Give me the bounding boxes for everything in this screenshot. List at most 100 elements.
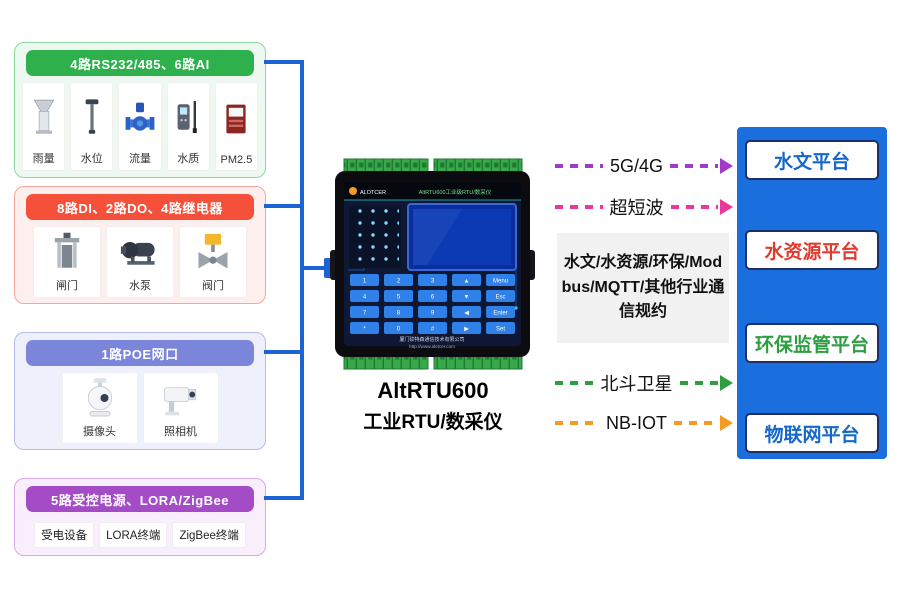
platform-label: 环保监管平台 (754, 334, 869, 356)
dashed-line (555, 164, 603, 168)
device-brand: ALOTCER (360, 190, 386, 196)
svg-text:8: 8 (397, 311, 401, 317)
connector-device (300, 266, 334, 270)
platform-hydrology: 水文平台 (745, 140, 879, 180)
device-item-pump: 水泵 (106, 226, 174, 298)
platform-label: 水资源平台 (764, 241, 860, 263)
water-level-icon (76, 83, 108, 150)
item-label: 摄像头 (83, 426, 116, 438)
item-label: 照相机 (164, 426, 197, 438)
panel-header-label: 1路POE网口 (101, 346, 179, 362)
ptz-camera-icon (82, 373, 118, 423)
device-company: 厦门砹特森通信技术有限公司 (399, 336, 464, 343)
svg-text:6: 6 (431, 295, 435, 301)
item-label: 水泵 (129, 280, 151, 292)
panel-header-power: 5路受控电源、LORA/ZigBee (26, 486, 254, 512)
panel-poe: 1路POE网口 摄像头 照相机 (14, 332, 266, 450)
svg-text:Enter: Enter (493, 311, 507, 317)
svg-text:7: 7 (363, 311, 367, 317)
svg-text:#: # (431, 327, 435, 333)
item-label: 闸门 (56, 280, 78, 292)
item-label: 水质 (177, 153, 200, 165)
panel-header-di-do: 8路DI、2路DO、4路继电器 (26, 194, 254, 220)
connector-panel3 (264, 350, 304, 354)
platform-label: 物联网平台 (764, 424, 860, 446)
platform-panel: 水文平台 水资源平台 环保监管平台 物联网平台 (737, 127, 887, 459)
connector-panel1 (264, 60, 304, 64)
svg-text:0: 0 (397, 327, 401, 333)
bullet-camera-icon (162, 373, 200, 423)
item-label: 流量 (129, 153, 151, 165)
svg-text:2: 2 (397, 279, 401, 285)
water-pump-icon (119, 227, 161, 277)
dashed-line (670, 205, 718, 209)
svg-text:▶: ▶ (464, 327, 469, 333)
panel-items: 闸门 水泵 阀门 (15, 220, 265, 306)
dashed-line (674, 421, 718, 425)
arrow-right-icon (720, 199, 733, 215)
device-website: http://www.alotcer.com (409, 344, 455, 349)
dashed-line (679, 381, 718, 385)
item-label: 水位 (80, 153, 103, 165)
uplink-label: 5G/4G (609, 155, 664, 176)
svg-text:1: 1 (363, 279, 367, 285)
dashed-line (555, 205, 603, 209)
svg-text:9: 9 (431, 311, 435, 317)
water-quality-icon (172, 83, 204, 150)
uplink-5g-4g: 5G/4G (555, 152, 733, 180)
panel-di-do-relay: 8路DI、2路DO、4路继电器 闸门 水泵 阀门 (14, 186, 266, 304)
panel-rs232-ai: 4路RS232/485、6路AI 雨量 水位 流量 (14, 42, 266, 178)
panel-header-label: 4路RS232/485、6路AI (70, 56, 210, 72)
sensor-item-quality: 水质 (166, 82, 210, 171)
panel-header-rs232-ai: 4路RS232/485、6路AI (26, 50, 254, 76)
platform-label: 水文平台 (773, 151, 850, 173)
rain-gauge-icon (28, 83, 60, 150)
svg-text:▲: ▲ (464, 279, 470, 285)
panel-header-poe: 1路POE网口 (26, 340, 254, 366)
terminal-chip-lora: LORA终端 (99, 522, 168, 548)
connector-panel2 (264, 204, 304, 208)
sluice-gate-icon (47, 227, 87, 277)
sensor-item-pm25: PM2.5 (214, 82, 259, 171)
device-model-title: AltRTU600工业级RTU/数采仪 (419, 188, 492, 196)
svg-text:Esc: Esc (495, 295, 505, 301)
svg-text:*: * (363, 327, 366, 333)
terminal-chip-power: 受电设备 (34, 522, 95, 548)
svg-text:4: 4 (363, 295, 367, 301)
connector-panel4 (264, 496, 304, 500)
device-item-bullet-camera: 照相机 (142, 372, 219, 444)
device-item-ptz-camera: 摄像头 (61, 372, 138, 444)
item-label: 雨量 (32, 153, 55, 165)
sensor-item-flow: 流量 (118, 82, 162, 171)
sensor-item-waterlevel: 水位 (70, 82, 114, 171)
panel-header-label: 5路受控电源、LORA/ZigBee (50, 492, 229, 508)
svg-text:5: 5 (397, 295, 401, 301)
uplink-nbiot: NB-IOT (555, 409, 733, 437)
platform-water-resources: 水资源平台 (745, 230, 879, 270)
svg-text:Set: Set (496, 327, 505, 333)
svg-text:Menu: Menu (493, 279, 508, 285)
arrow-right-icon (720, 415, 733, 431)
uplink-label: NB-IOT (606, 412, 667, 433)
flow-meter-icon (124, 83, 156, 150)
connector-bus (300, 60, 304, 500)
device-plug (324, 258, 334, 278)
item-label: PM2.5 (220, 154, 253, 166)
protocol-note: 水文/水资源/环保/Modbus/MQTT/其他行业通信规约 (557, 233, 729, 343)
pm25-icon (220, 83, 252, 154)
svg-text:3: 3 (431, 279, 435, 285)
device-item-gate: 闸门 (33, 226, 101, 298)
device-caption-type: 工业RTU/数采仪 (363, 412, 503, 433)
dashed-line (555, 381, 594, 385)
item-label: 阀门 (202, 280, 224, 292)
panel-items: 雨量 水位 流量 水质 (15, 76, 265, 179)
platform-iot: 物联网平台 (745, 413, 879, 453)
arrow-right-icon (720, 158, 733, 174)
dashed-line (670, 164, 718, 168)
panel-items: 摄像头 照相机 (15, 366, 265, 452)
device-item-valve: 阀门 (179, 226, 247, 298)
panel-items: 受电设备 LORA终端 ZigBee终端 (15, 512, 265, 558)
